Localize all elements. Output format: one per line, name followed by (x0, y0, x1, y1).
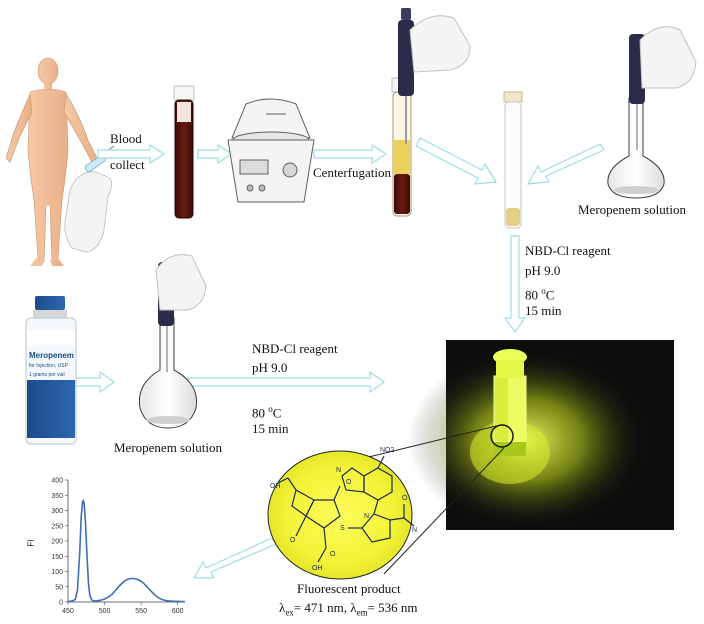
reagent-name: NBD-Cl reagent (525, 243, 611, 258)
arrow-human-to-tube (97, 143, 166, 165)
y-tick-label: 400 (51, 478, 63, 485)
vial-brand: Meropenem (29, 351, 74, 360)
y-tick-label: 350 (51, 493, 63, 500)
arrow-flask-to-plasma (526, 143, 605, 185)
y-tick-label: 250 (51, 523, 63, 530)
reagent-name: NBD-Cl reagent (252, 341, 338, 356)
svg-text:O: O (290, 537, 296, 544)
svg-text:N: N (412, 527, 417, 534)
svg-text:O: O (330, 551, 336, 558)
arrow-tube-to-centrifuge (197, 143, 234, 165)
flow-arrows (57, 137, 605, 579)
chart-y-label: FI (26, 539, 36, 547)
svg-text:N: N (336, 467, 341, 474)
blood-tube-icon (173, 85, 195, 219)
svg-text:N: N (364, 513, 369, 520)
volumetric-flask-icon-middle (138, 254, 207, 429)
reagent-ph: pH 9.0 (525, 263, 561, 278)
reagent-time: 15 min (252, 421, 289, 436)
meropenem-solution-label-top: Meropenem solution (578, 202, 686, 217)
emission-spectrum-chart: 0 50 100 150 200 250 300 350 400 450 500 550 600 (51, 478, 186, 615)
fluorescent-cuvette-photo (408, 340, 674, 530)
x-tick-label: 550 (135, 608, 147, 615)
arrow-centrifuge-to-tube (313, 143, 388, 165)
svg-text:NO2: NO2 (380, 447, 395, 454)
wavelength-label: λex= 471 nm, λem= 536 nm (279, 600, 418, 618)
y-tick-label: 50 (55, 584, 63, 591)
vial-subtitle: for Injection, USP (29, 363, 68, 369)
meropenem-solution-label-bottom: Meropenem solution (114, 440, 222, 455)
fluorescent-product-structure: NO2 O N N N O S OH O OH O (267, 447, 417, 580)
zoom-line (383, 447, 505, 575)
gloved-hand-syringe-icon (64, 145, 115, 253)
product-title: Fluorescent product (297, 581, 401, 596)
y-tick-label: 150 (51, 554, 63, 561)
svg-text:O: O (346, 479, 352, 486)
plasma-tube-icon (503, 91, 523, 229)
centrifugation-label: Centerfugation (313, 165, 391, 180)
svg-text:S: S (340, 525, 345, 532)
spectrum-series-line (67, 499, 186, 603)
x-tick-label: 600 (172, 608, 184, 615)
pipette-hand-icon (398, 8, 471, 144)
separated-blood-tube-icon (391, 77, 413, 217)
y-tick-label: 0 (59, 600, 63, 607)
y-tick-label: 100 (51, 569, 63, 576)
human-body-icon (5, 57, 99, 266)
arrow-tube-to-plasma (415, 137, 498, 185)
x-tick-label: 450 (62, 608, 74, 615)
x-tick-label: 500 (99, 608, 111, 615)
vial-dose: 1 grams per vial (29, 372, 65, 378)
volumetric-flask-icon (607, 26, 697, 199)
centrifuge-icon (227, 98, 315, 203)
y-tick-label: 300 (51, 508, 63, 515)
reagent-temperature: 80 oC (252, 404, 282, 421)
arrow-product-to-spectrum (192, 537, 277, 579)
reagent-temperature: 80 oC (525, 286, 555, 303)
arrow-flask-to-cuvette (187, 370, 386, 394)
arrow-plasma-down (503, 235, 527, 334)
svg-text:OH: OH (270, 483, 281, 490)
svg-text:O: O (402, 495, 408, 502)
collect-label: collect (110, 157, 145, 172)
svg-text:OH: OH (312, 565, 323, 572)
reagent-ph: pH 9.0 (252, 360, 288, 375)
meropenem-vial-icon (25, 296, 77, 445)
reagent-time: 15 min (525, 303, 562, 318)
blood-label: Blood (110, 131, 142, 146)
y-tick-label: 200 (51, 539, 63, 546)
